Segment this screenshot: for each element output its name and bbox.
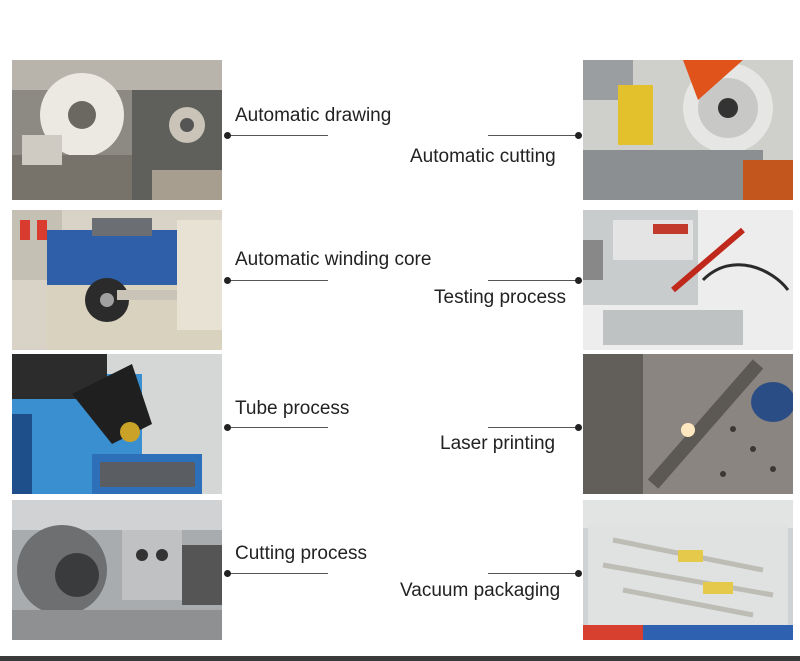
process-label-tube-process: Tube process bbox=[235, 398, 350, 419]
connector-dot bbox=[575, 570, 582, 577]
testing-instrument-photo bbox=[583, 210, 793, 350]
process-label-automatic-cutting: Automatic cutting bbox=[410, 146, 556, 167]
connector-line bbox=[228, 573, 328, 574]
winding-machine-photo bbox=[12, 210, 222, 350]
connector-dot bbox=[575, 277, 582, 284]
process-label-cutting-process: Cutting process bbox=[235, 543, 368, 564]
process-label-automatic-winding-core: Automatic winding core bbox=[235, 249, 432, 270]
connector-line bbox=[488, 280, 581, 281]
laser-printer-photo bbox=[583, 354, 793, 494]
connector-dot bbox=[575, 424, 582, 431]
process-label-laser-printing: Laser printing bbox=[440, 433, 556, 454]
connector-dot bbox=[224, 277, 231, 284]
tube-machine-photo bbox=[12, 354, 222, 494]
cutting-saw-photo bbox=[583, 60, 793, 200]
lathe-machine-photo bbox=[12, 500, 222, 640]
process-label-vacuum-packaging: Vacuum packaging bbox=[400, 580, 561, 601]
connector-dot bbox=[224, 424, 231, 431]
connector-line bbox=[228, 135, 328, 136]
drawing-machine-photo bbox=[12, 60, 222, 200]
connector-line bbox=[488, 427, 581, 428]
bottom-divider bbox=[0, 656, 800, 661]
process-label-testing-process: Testing process bbox=[434, 287, 567, 308]
connector-line bbox=[488, 135, 581, 136]
connector-dot bbox=[575, 132, 582, 139]
connector-line bbox=[488, 573, 581, 574]
connector-dot bbox=[224, 132, 231, 139]
vacuum-packaging-photo bbox=[583, 500, 793, 640]
connector-line bbox=[228, 427, 328, 428]
connector-line bbox=[228, 280, 328, 281]
connector-dot bbox=[224, 570, 231, 577]
process-label-automatic-drawing: Automatic drawing bbox=[235, 105, 392, 126]
